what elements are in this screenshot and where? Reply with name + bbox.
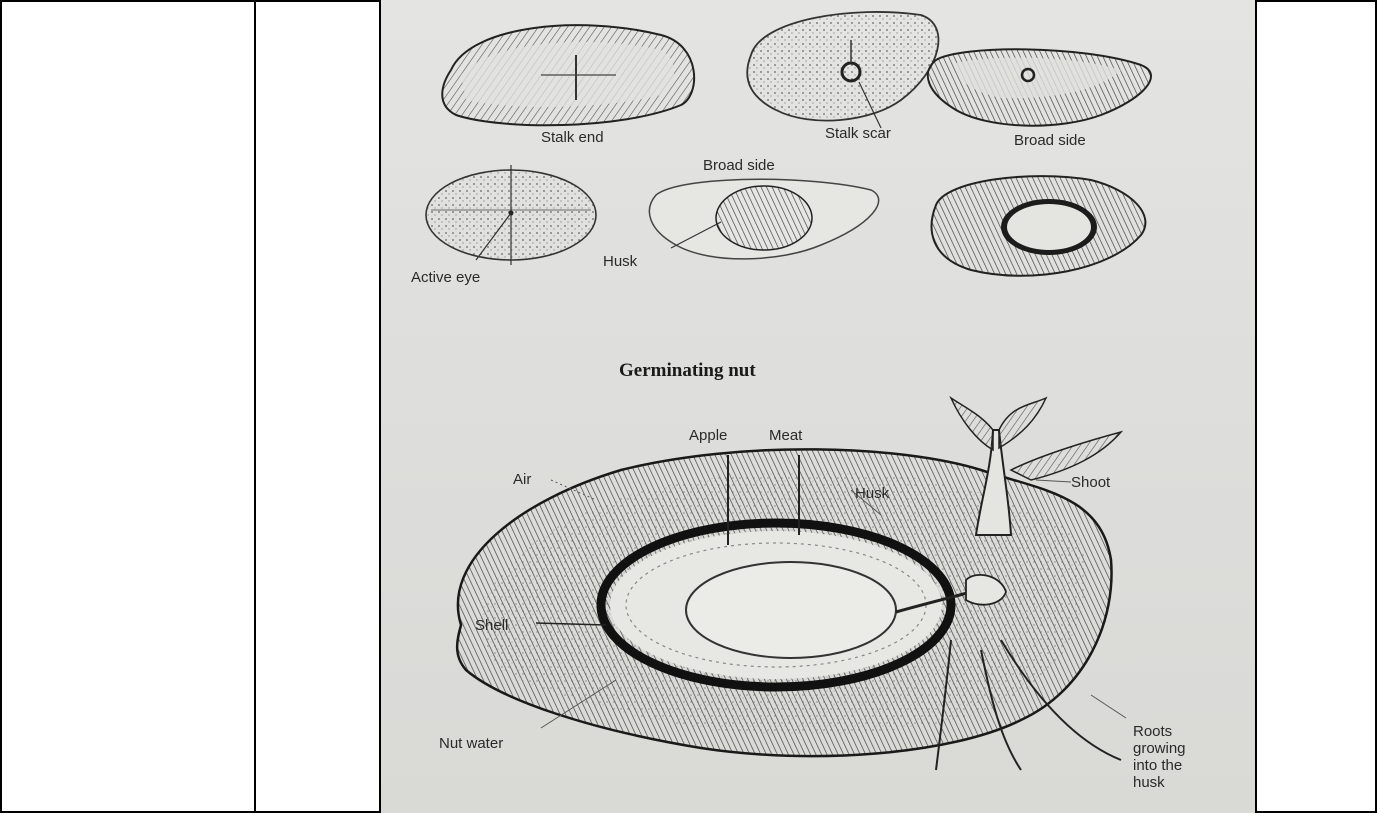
- label-broad-side-right: Broad side: [1014, 132, 1086, 149]
- label-husk-small: Husk: [603, 253, 638, 270]
- label-roots-line-4: husk: [1133, 774, 1165, 791]
- coconut-diagram-photo: Stalk end Stalk scar Broad side Broad si…: [381, 0, 1255, 813]
- label-active-eye: Active eye: [411, 269, 480, 286]
- apple: [686, 562, 896, 658]
- coconut-diagram: Stalk end Stalk scar Broad side Broad si…: [381, 0, 1255, 813]
- label-broad-side-center: Broad side: [703, 157, 775, 174]
- label-meat: Meat: [769, 427, 803, 444]
- label-roots-line-1: Roots: [1133, 723, 1172, 740]
- table-column-divider-3: [1255, 0, 1257, 813]
- label-shell: Shell: [475, 617, 508, 634]
- table-border-left: [0, 0, 2, 813]
- label-stalk-scar: Stalk scar: [825, 125, 891, 142]
- title-germinating-nut: Germinating nut: [619, 360, 756, 381]
- label-air: Air: [513, 471, 531, 488]
- label-nut-water: Nut water: [439, 735, 503, 752]
- label-shoot: Shoot: [1071, 474, 1111, 491]
- label-stalk-end: Stalk end: [541, 129, 604, 146]
- table-column-divider-1: [254, 0, 256, 813]
- label-roots-line-2: growing: [1133, 740, 1186, 757]
- label-roots-line-3: into the: [1133, 757, 1182, 774]
- label-husk: Husk: [855, 485, 890, 502]
- label-apple: Apple: [689, 427, 727, 444]
